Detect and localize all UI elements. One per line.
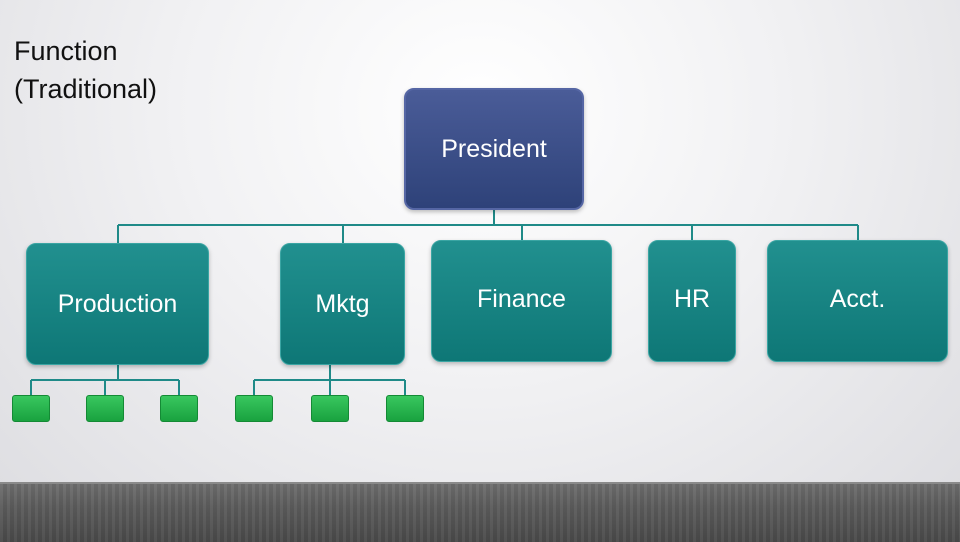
department-label-mktg: Mktg (315, 289, 370, 318)
department-box-production: Production (26, 243, 209, 365)
production-sub-unit (160, 395, 198, 422)
mktg-sub-unit (386, 395, 424, 422)
production-sub-unit (12, 395, 50, 422)
title-line-1: Function (14, 36, 118, 66)
department-box-finance: Finance (431, 240, 612, 362)
president-label: President (441, 134, 547, 163)
production-sub-unit (86, 395, 124, 422)
president-box: President (404, 88, 584, 210)
department-label-acct: Acct. (829, 284, 886, 313)
floor-background (0, 482, 960, 542)
department-label-hr: HR (673, 284, 711, 313)
department-label-finance: Finance (477, 284, 566, 313)
department-box-acct: Acct. (767, 240, 948, 362)
department-box-mktg: Mktg (280, 243, 405, 365)
mktg-sub-unit (311, 395, 349, 422)
department-box-hr: HR (648, 240, 736, 362)
mktg-sub-unit (235, 395, 273, 422)
title-line-2: (Traditional) (14, 74, 158, 104)
slide-title: Function (Traditional) (14, 32, 274, 108)
department-label-production: Production (57, 289, 178, 318)
